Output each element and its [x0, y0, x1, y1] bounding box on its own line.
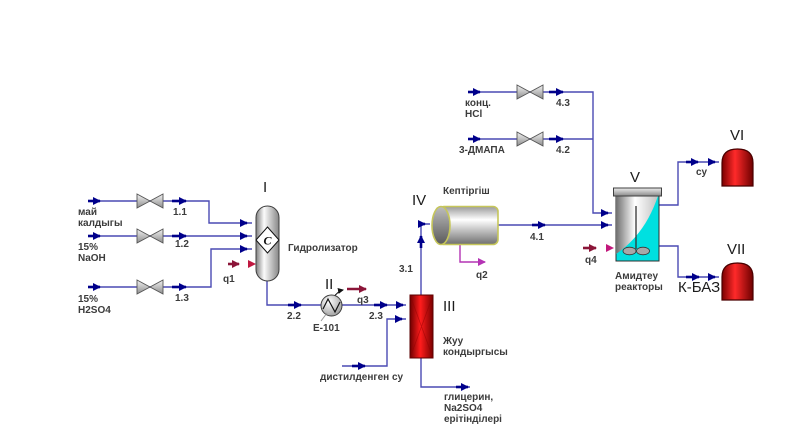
flow-arrows [88, 88, 716, 391]
pipe-glycerin-out [420, 357, 470, 388]
kbaz-product-tank [721, 262, 754, 301]
product-label-kbaz: К-БАЗ [678, 279, 721, 296]
amidation-reactor-vessel [613, 187, 662, 262]
valve-4-2 [516, 131, 544, 147]
washer-column [409, 294, 434, 359]
dryer-drum [431, 205, 499, 246]
valve-1-1 [136, 193, 164, 209]
unit-numeral-VII: VII [727, 241, 746, 258]
feed-label-hcl: конц. HCl [465, 98, 491, 121]
water-product-tank [721, 148, 754, 187]
feed-label-naoh: 15% NaOH [78, 242, 106, 265]
stream-label-4-1: 4.1 [530, 232, 544, 243]
pipe-water-out [659, 161, 719, 206]
q4-tip [606, 244, 614, 252]
heat-label-q2: q2 [476, 270, 488, 281]
pipe-distilled-water [342, 318, 406, 367]
unit-label-dryer: Кептіргіш [443, 186, 490, 197]
heat-label-q3: q3 [357, 295, 369, 306]
unit-numeral-VI: VI [730, 127, 745, 144]
heat-label-q1: q1 [223, 274, 235, 285]
unit-numeral-I: I [263, 179, 268, 196]
pipe-stream-3-1 [420, 223, 430, 295]
stream-label-2-3: 2.3 [369, 311, 383, 322]
pipe-stream-2-2 [266, 281, 321, 306]
conversion-symbol: C [263, 234, 272, 248]
stream-label-1-1: 1.1 [173, 207, 187, 218]
unit-label-amidation-reactor: Амидтеу реакторы [615, 271, 663, 294]
stream-label-3-1: 3.1 [399, 264, 413, 275]
product-label-water: су [696, 167, 708, 178]
reactor-lid [613, 187, 662, 197]
hydrolyzer-vessel: C [255, 205, 280, 282]
valve-4-3 [516, 84, 544, 100]
feed-label-oil-residue: май калдыгы [78, 207, 123, 230]
stream-label-2-2: 2.2 [287, 311, 301, 322]
heat-arrows [228, 244, 614, 299]
unit-label-hydrolyzer: Гидролизатор [288, 243, 358, 254]
heat-exchanger-e101 [320, 294, 343, 322]
unit-numeral-II: II [325, 276, 334, 293]
unit-tag-e101: E-101 [313, 323, 340, 334]
feed-label-distilled-water: дистилденген су [320, 372, 404, 383]
valve-1-2 [136, 228, 164, 244]
pipe-kbaz-out [659, 245, 719, 278]
e101-leader [320, 312, 328, 322]
valve-1-3 [136, 279, 164, 295]
stream-label-1-2: 1.2 [175, 239, 189, 250]
unit-numeral-IV: IV [412, 192, 427, 209]
agitator-blade-right [636, 246, 650, 256]
agitator-blade-left [622, 246, 637, 256]
conversion-diamond [255, 226, 280, 254]
unit-label-washer: Жуу кондыргысы [443, 336, 508, 359]
heat-label-q4: q4 [585, 255, 597, 266]
exchanger-zigzag [322, 297, 341, 314]
q2-line [459, 244, 486, 266]
q1-tip [248, 260, 256, 268]
product-label-glycerin: глицерин, Na2SO4 ерітінділері [444, 392, 502, 426]
stream-label-4-3: 4.3 [556, 98, 570, 109]
dryer-end-cap [431, 205, 451, 246]
unit-numeral-V: V [630, 169, 641, 186]
reactor-liquid-boundary [616, 196, 658, 254]
unit-numeral-III: III [443, 298, 456, 315]
feed-label-h2so4: 15% H2SO4 [78, 294, 111, 317]
stream-label-4-2: 4.2 [556, 145, 570, 156]
stream-label-1-3: 1.3 [175, 293, 189, 304]
feed-label-dmapa: 3-ДМАПА [459, 145, 505, 156]
valves [136, 84, 544, 295]
